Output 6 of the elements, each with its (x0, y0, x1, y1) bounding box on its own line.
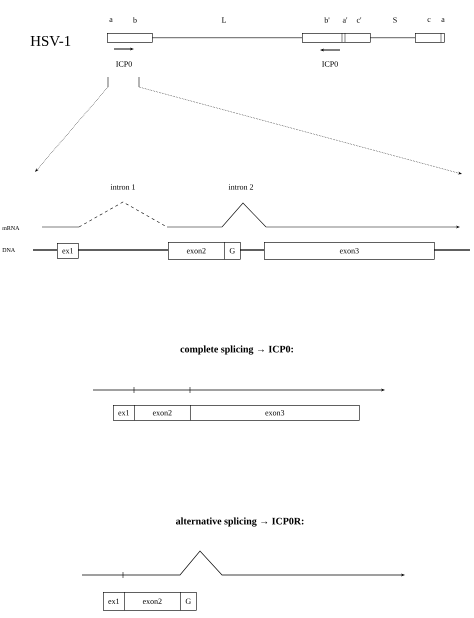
label-text: HSV-1 (30, 36, 70, 46)
genome-segment-box (302, 32, 371, 43)
heading: alternative splicing → ICP0R: (176, 517, 304, 527)
genome-segment-box (107, 33, 153, 43)
heading: complete splicing → ICP0: (180, 345, 293, 355)
genome-segment-box (415, 32, 445, 43)
